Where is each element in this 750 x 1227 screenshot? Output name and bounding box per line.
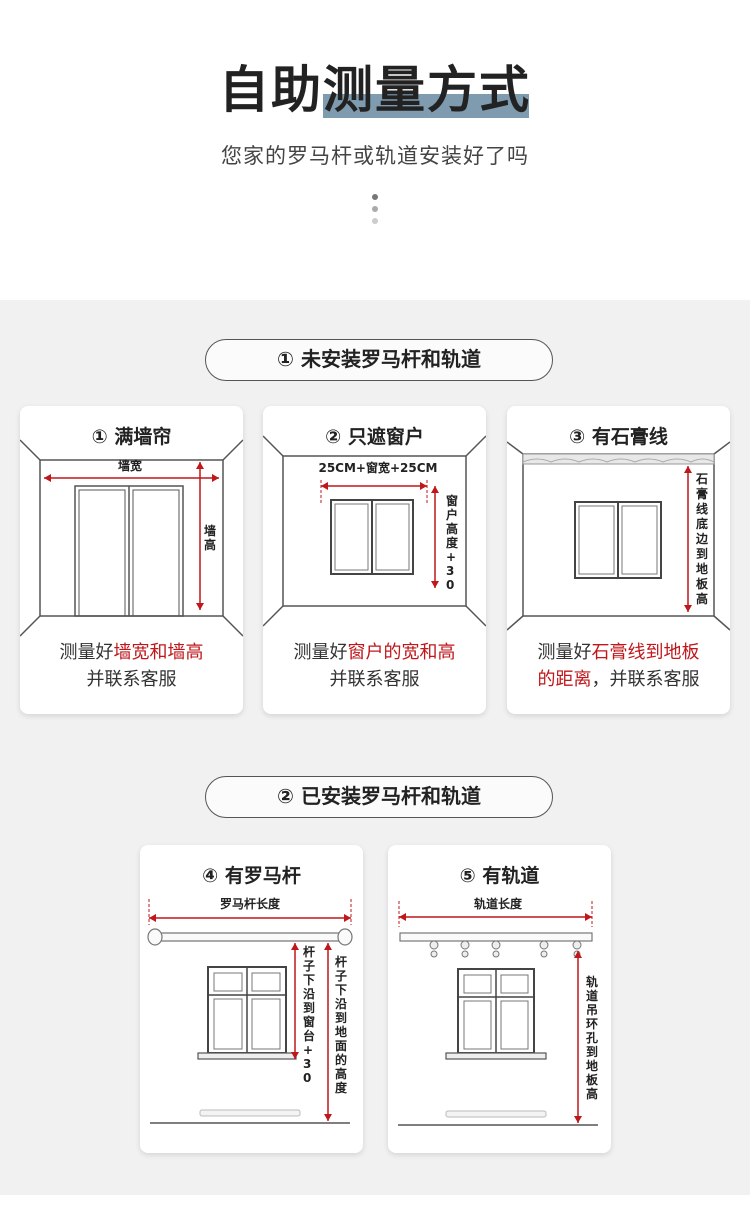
dots-decoration: [370, 194, 380, 230]
card-description: 测量好窗户的宽和高 并联系客服: [293, 642, 456, 690]
rod-to-floor-label: 杆子下沿到地面的高度: [335, 955, 348, 1095]
track-length-label: 轨道长度: [473, 897, 522, 911]
card-track: ⑤ 有轨道 轨道长度 轨道吊环孔到地板高: [388, 845, 611, 1153]
footer-spacer: [0, 1195, 750, 1227]
roman-rod-diagram: [147, 899, 353, 1124]
track-height-label: 轨道吊环孔到地板高: [586, 975, 599, 1101]
plaster-height-label: 石膏线底边到地板高: [696, 472, 709, 606]
card-title: ⑤ 有轨道: [459, 865, 540, 887]
card-description: 测量好石膏线到地板 的距离，并联系客服: [537, 642, 700, 690]
header: 自助测量方式 您家的罗马杆或轨道安装好了吗: [0, 0, 750, 300]
card-plaster-line: ③ 有石膏线 石膏线底边到地板高 测量好石膏线到地板 的距离，并联系客服: [507, 406, 730, 714]
page-title: 自助测量方式: [219, 61, 531, 119]
card-title: ① 满墙帘: [91, 426, 172, 448]
plaster-line-diagram: [507, 441, 730, 631]
window-only-diagram: [263, 435, 486, 627]
full-wall-diagram: [20, 439, 243, 637]
track-diagram: [398, 901, 598, 1126]
card-title: ③ 有石膏线: [569, 426, 668, 448]
section-label-not-installed: ① 未安装罗马杆和轨道: [205, 339, 553, 381]
wall-height-label: 墙高: [204, 524, 217, 552]
wall-width-label: 墙宽: [117, 459, 142, 473]
card-title: ④ 有罗马杆: [202, 865, 301, 887]
rod-length-label: 罗马杆长度: [219, 897, 280, 911]
rod-to-sill-label: 杆子下沿到窗台+30: [303, 945, 316, 1085]
window-width-label: 25CM+窗宽+25CM: [318, 461, 438, 475]
page-subtitle: 您家的罗马杆或轨道安装好了吗: [221, 144, 529, 168]
card-description: 测量好墙宽和墙高 并联系客服: [59, 642, 204, 690]
title-highlight: [323, 94, 529, 118]
window-height-label: 窗户高度+30: [446, 494, 459, 592]
card-title: ② 只遮窗户: [325, 426, 424, 448]
card-full-wall: ① 满墙帘 墙宽 墙高 测量好墙宽和墙高 并联系客服: [20, 406, 243, 714]
card-window-only: ② 只遮窗户 25CM+窗宽+25CM 窗户高度+30 测量好窗户的宽和高 并联…: [263, 406, 486, 714]
section-label-installed: ② 已安装罗马杆和轨道: [205, 776, 553, 818]
card-roman-rod: ④ 有罗马杆 罗马杆长度 杆子下沿到窗台+30 杆子下沿到地面的高度: [140, 845, 363, 1153]
